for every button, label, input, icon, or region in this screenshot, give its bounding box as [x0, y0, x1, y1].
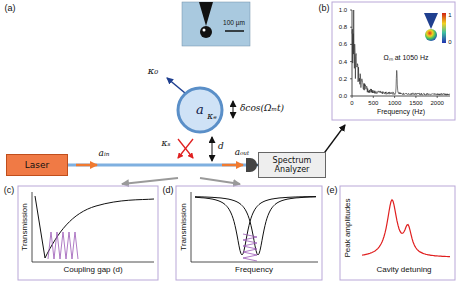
analyzer-box: Spectrum Analyzer [258, 152, 326, 178]
panel-letter: (a) [5, 4, 16, 14]
math-symbol: aᵢₙ [99, 149, 110, 159]
node-text: Spectrum Analyzer [259, 156, 325, 174]
tick-label: 0.2 [339, 76, 347, 83]
pointer-arrow [122, 178, 178, 184]
axis-title: Cavity detuning [376, 266, 431, 275]
coupling-cross [178, 139, 193, 158]
amplitude-panel [340, 186, 455, 280]
axis-title: Coupling gap (d) [63, 266, 122, 275]
node-text: a [196, 103, 204, 118]
panel-letter: (c) [4, 186, 15, 196]
panel-letter: (e) [327, 186, 338, 196]
panel-letter: (b) [319, 4, 330, 14]
gap-panel [18, 186, 158, 280]
colorbar-label: 0 [448, 39, 451, 46]
tick-label: 0.4 [339, 58, 347, 65]
math-symbol: κ₀ [148, 65, 159, 76]
scale-label: 100 µm [223, 19, 245, 26]
axis-title: Frequency (Hz) [377, 108, 425, 116]
peak-annotation: Ωₘ at 1050 Hz [383, 54, 428, 62]
microscope-photo [182, 2, 250, 46]
pointer-arrow [200, 178, 240, 184]
tick-label: 0.8 [339, 24, 347, 31]
math-symbol: aₒᵤₜ [235, 148, 250, 158]
tick-label: 1500 [409, 100, 422, 107]
tick-label: 1000 [388, 100, 401, 107]
spectrum-panel [332, 2, 455, 120]
tick-label: 2000 [431, 100, 444, 107]
math-symbol: κₑ [207, 112, 216, 122]
axis-title: Transmission [180, 203, 189, 250]
laser-box: Laser [6, 154, 68, 176]
modulation-arrow [233, 101, 234, 118]
frequency-panel [176, 186, 322, 280]
output-arrow [222, 164, 243, 167]
tick-label: 1.0 [339, 7, 347, 14]
axis-title: Frequency [235, 266, 273, 275]
detector-symbol [246, 158, 257, 172]
math-symbol: d [218, 142, 224, 152]
tick-label: 500 [368, 100, 378, 107]
tick-label: 0.0 [339, 93, 347, 100]
axis-title: Peak amplitudes [344, 198, 353, 257]
axis-title: Transmission [21, 203, 30, 250]
input-arrow [76, 164, 97, 167]
node-text: Laser [25, 160, 49, 170]
math-symbol: κₛ [162, 139, 171, 149]
panel-letter: (d) [163, 186, 174, 196]
math-symbol: δcos(Ωₘt) [240, 104, 284, 114]
colorbar-label: 1 [448, 12, 451, 19]
waveguide-connector [68, 164, 258, 167]
gap-arrow [212, 137, 213, 161]
resonator-circle: a [176, 86, 224, 134]
tick-label: 0 [350, 100, 353, 107]
loss-arrow [167, 78, 185, 93]
tick-label: 0.6 [339, 41, 347, 48]
